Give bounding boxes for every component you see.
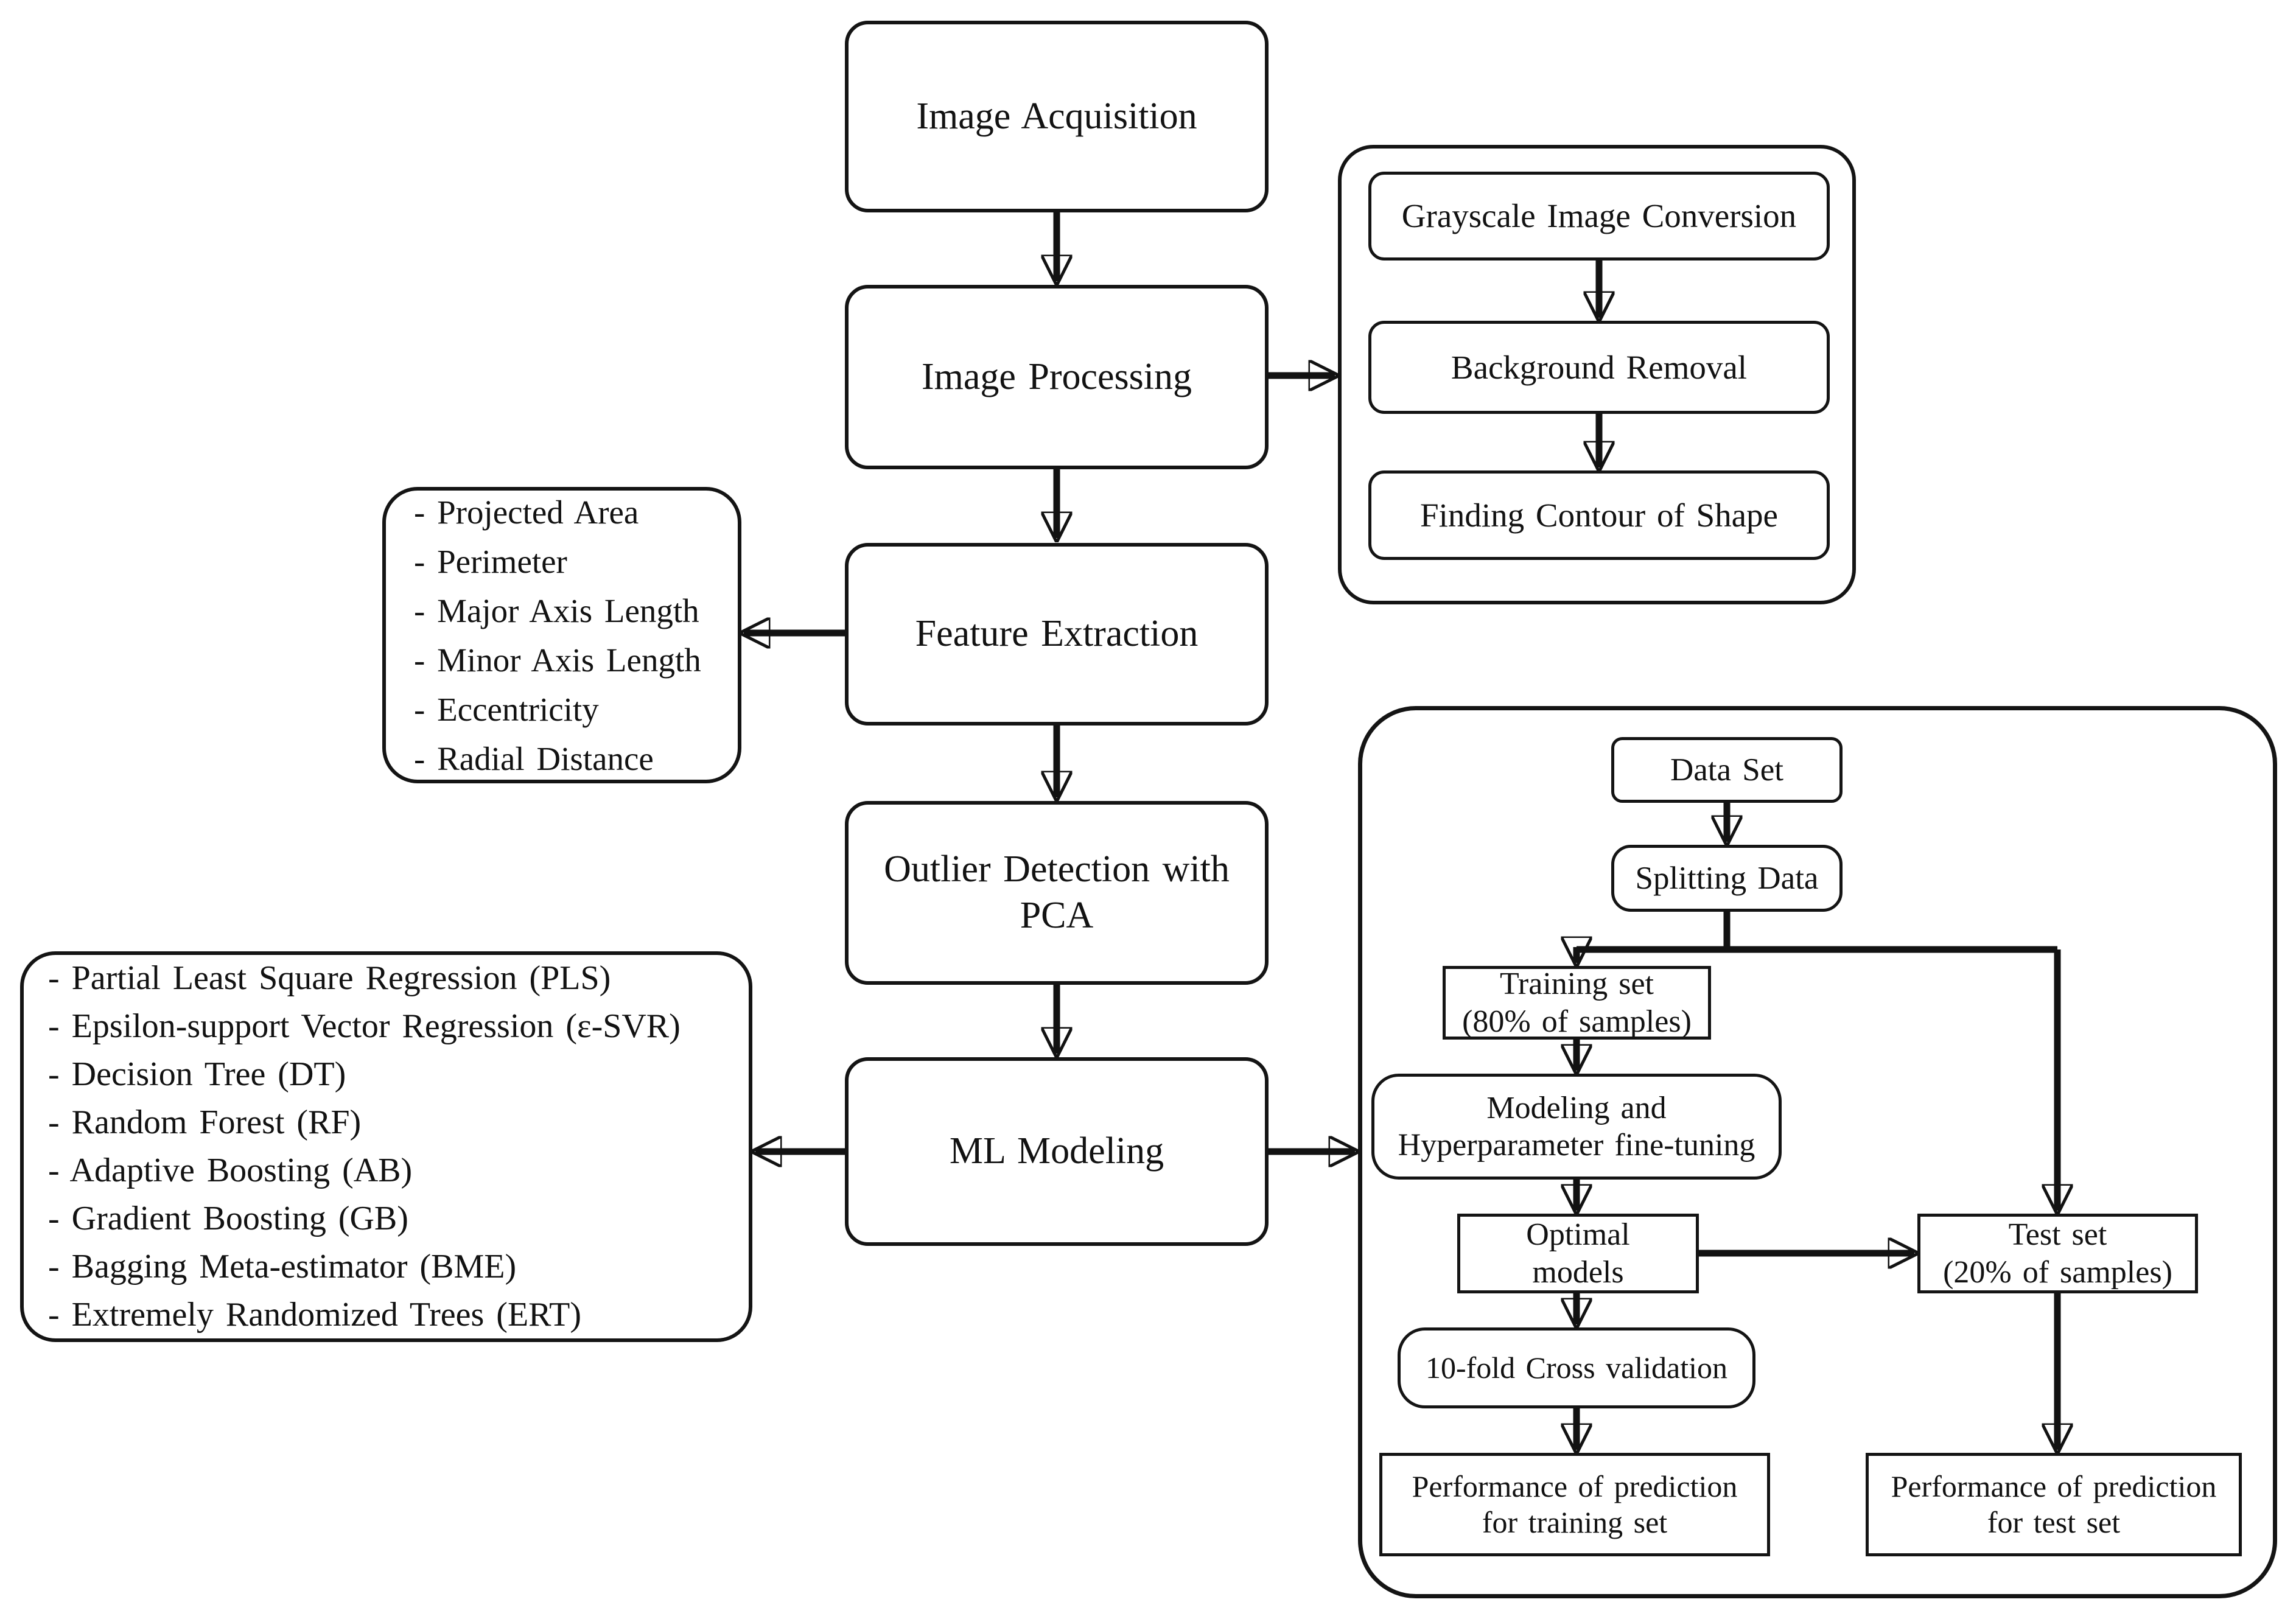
image-acquisition-label: Image Acquisition bbox=[916, 95, 1197, 137]
feature-item: - Perimeter bbox=[414, 542, 567, 580]
performance-test-label-line1: Performance of prediction bbox=[1891, 1469, 2217, 1503]
ml-modeling-box: ML Modeling bbox=[845, 1057, 1269, 1246]
ml-modeling-label: ML Modeling bbox=[949, 1130, 1164, 1172]
ml-algorithm-item: - Adaptive Boosting (AB) bbox=[48, 1152, 413, 1189]
training-set-label-line1: Training set bbox=[1500, 967, 1654, 1002]
test-set-label-line1: Test set bbox=[2008, 1217, 2107, 1253]
splitting-data-label: Splitting Data bbox=[1635, 860, 1819, 896]
background-removal-label: Background Removal bbox=[1451, 348, 1748, 386]
modeling-finetuning-label-line2: Hyperparameter fine-tuning bbox=[1398, 1128, 1755, 1163]
cross-validation-label: 10-fold Cross validation bbox=[1425, 1351, 1728, 1385]
performance-test-box: Performance of prediction for test set bbox=[1866, 1453, 2242, 1556]
performance-training-box: Performance of prediction for training s… bbox=[1379, 1453, 1770, 1556]
image-processing-label: Image Processing bbox=[921, 355, 1192, 397]
ml-algorithm-item: - Partial Least Square Regression (PLS) bbox=[48, 959, 611, 997]
ml-algorithm-item: - Epsilon-support Vector Regression (ε-S… bbox=[48, 1007, 681, 1045]
ml-algorithm-item: - Extremely Randomized Trees (ERT) bbox=[48, 1296, 582, 1334]
background-removal-box: Background Removal bbox=[1368, 321, 1830, 414]
ml-algorithm-item: - Gradient Boosting (GB) bbox=[48, 1200, 408, 1237]
modeling-finetuning-label-line1: Modeling and bbox=[1486, 1090, 1667, 1125]
ml-algorithm-list-box: - Partial Least Square Regression (PLS) … bbox=[20, 951, 752, 1342]
training-set-label-line2: (80% of samples) bbox=[1462, 1004, 1692, 1039]
data-set-label: Data Set bbox=[1670, 752, 1784, 788]
feature-item: - Radial Distance bbox=[414, 740, 654, 777]
performance-training-label-line2: for training set bbox=[1482, 1505, 1668, 1539]
performance-training-label-line1: Performance of prediction bbox=[1412, 1469, 1738, 1503]
image-processing-box: Image Processing bbox=[845, 285, 1269, 469]
test-set-label-line2: (20% of samples) bbox=[1943, 1254, 2172, 1290]
splitting-data-box: Splitting Data bbox=[1611, 845, 1843, 912]
finding-contour-label: Finding Contour of Shape bbox=[1420, 496, 1778, 534]
outlier-detection-label-line1: Outlier Detection with bbox=[884, 848, 1230, 890]
feature-extraction-label: Feature Extraction bbox=[915, 613, 1199, 655]
optimal-models-label-line1: Optimal bbox=[1526, 1217, 1630, 1253]
outlier-detection-box: Outlier Detection with PCA bbox=[845, 801, 1269, 985]
ml-algorithm-item: - Decision Tree (DT) bbox=[48, 1055, 346, 1093]
optimal-models-box: Optimal models bbox=[1457, 1214, 1699, 1293]
grayscale-conversion-box: Grayscale Image Conversion bbox=[1368, 172, 1830, 261]
data-set-box: Data Set bbox=[1611, 737, 1843, 803]
grayscale-conversion-label: Grayscale Image Conversion bbox=[1401, 197, 1797, 235]
finding-contour-box: Finding Contour of Shape bbox=[1368, 470, 1830, 560]
modeling-finetuning-box: Modeling and Hyperparameter fine-tuning bbox=[1371, 1074, 1782, 1180]
feature-extraction-box: Feature Extraction bbox=[845, 543, 1269, 726]
feature-item: - Minor Axis Length bbox=[414, 641, 701, 679]
ml-algorithm-item: - Bagging Meta-estimator (BME) bbox=[48, 1248, 517, 1285]
optimal-models-label-line2: models bbox=[1532, 1254, 1624, 1290]
feature-list-box: - Projected Area - Perimeter - Major Axi… bbox=[382, 487, 741, 783]
performance-test-label-line2: for test set bbox=[1987, 1505, 2121, 1539]
ml-algorithm-item: - Random Forest (RF) bbox=[48, 1103, 362, 1141]
test-set-box: Test set (20% of samples) bbox=[1917, 1214, 2198, 1293]
training-set-box: Training set (80% of samples) bbox=[1443, 966, 1711, 1040]
feature-item: - Projected Area bbox=[414, 493, 639, 531]
outlier-detection-label-line2: PCA bbox=[1020, 895, 1094, 936]
image-acquisition-box: Image Acquisition bbox=[845, 21, 1269, 212]
feature-item: - Major Axis Length bbox=[414, 592, 699, 629]
cross-validation-box: 10-fold Cross validation bbox=[1398, 1327, 1755, 1408]
feature-item: - Eccentricity bbox=[414, 690, 599, 728]
